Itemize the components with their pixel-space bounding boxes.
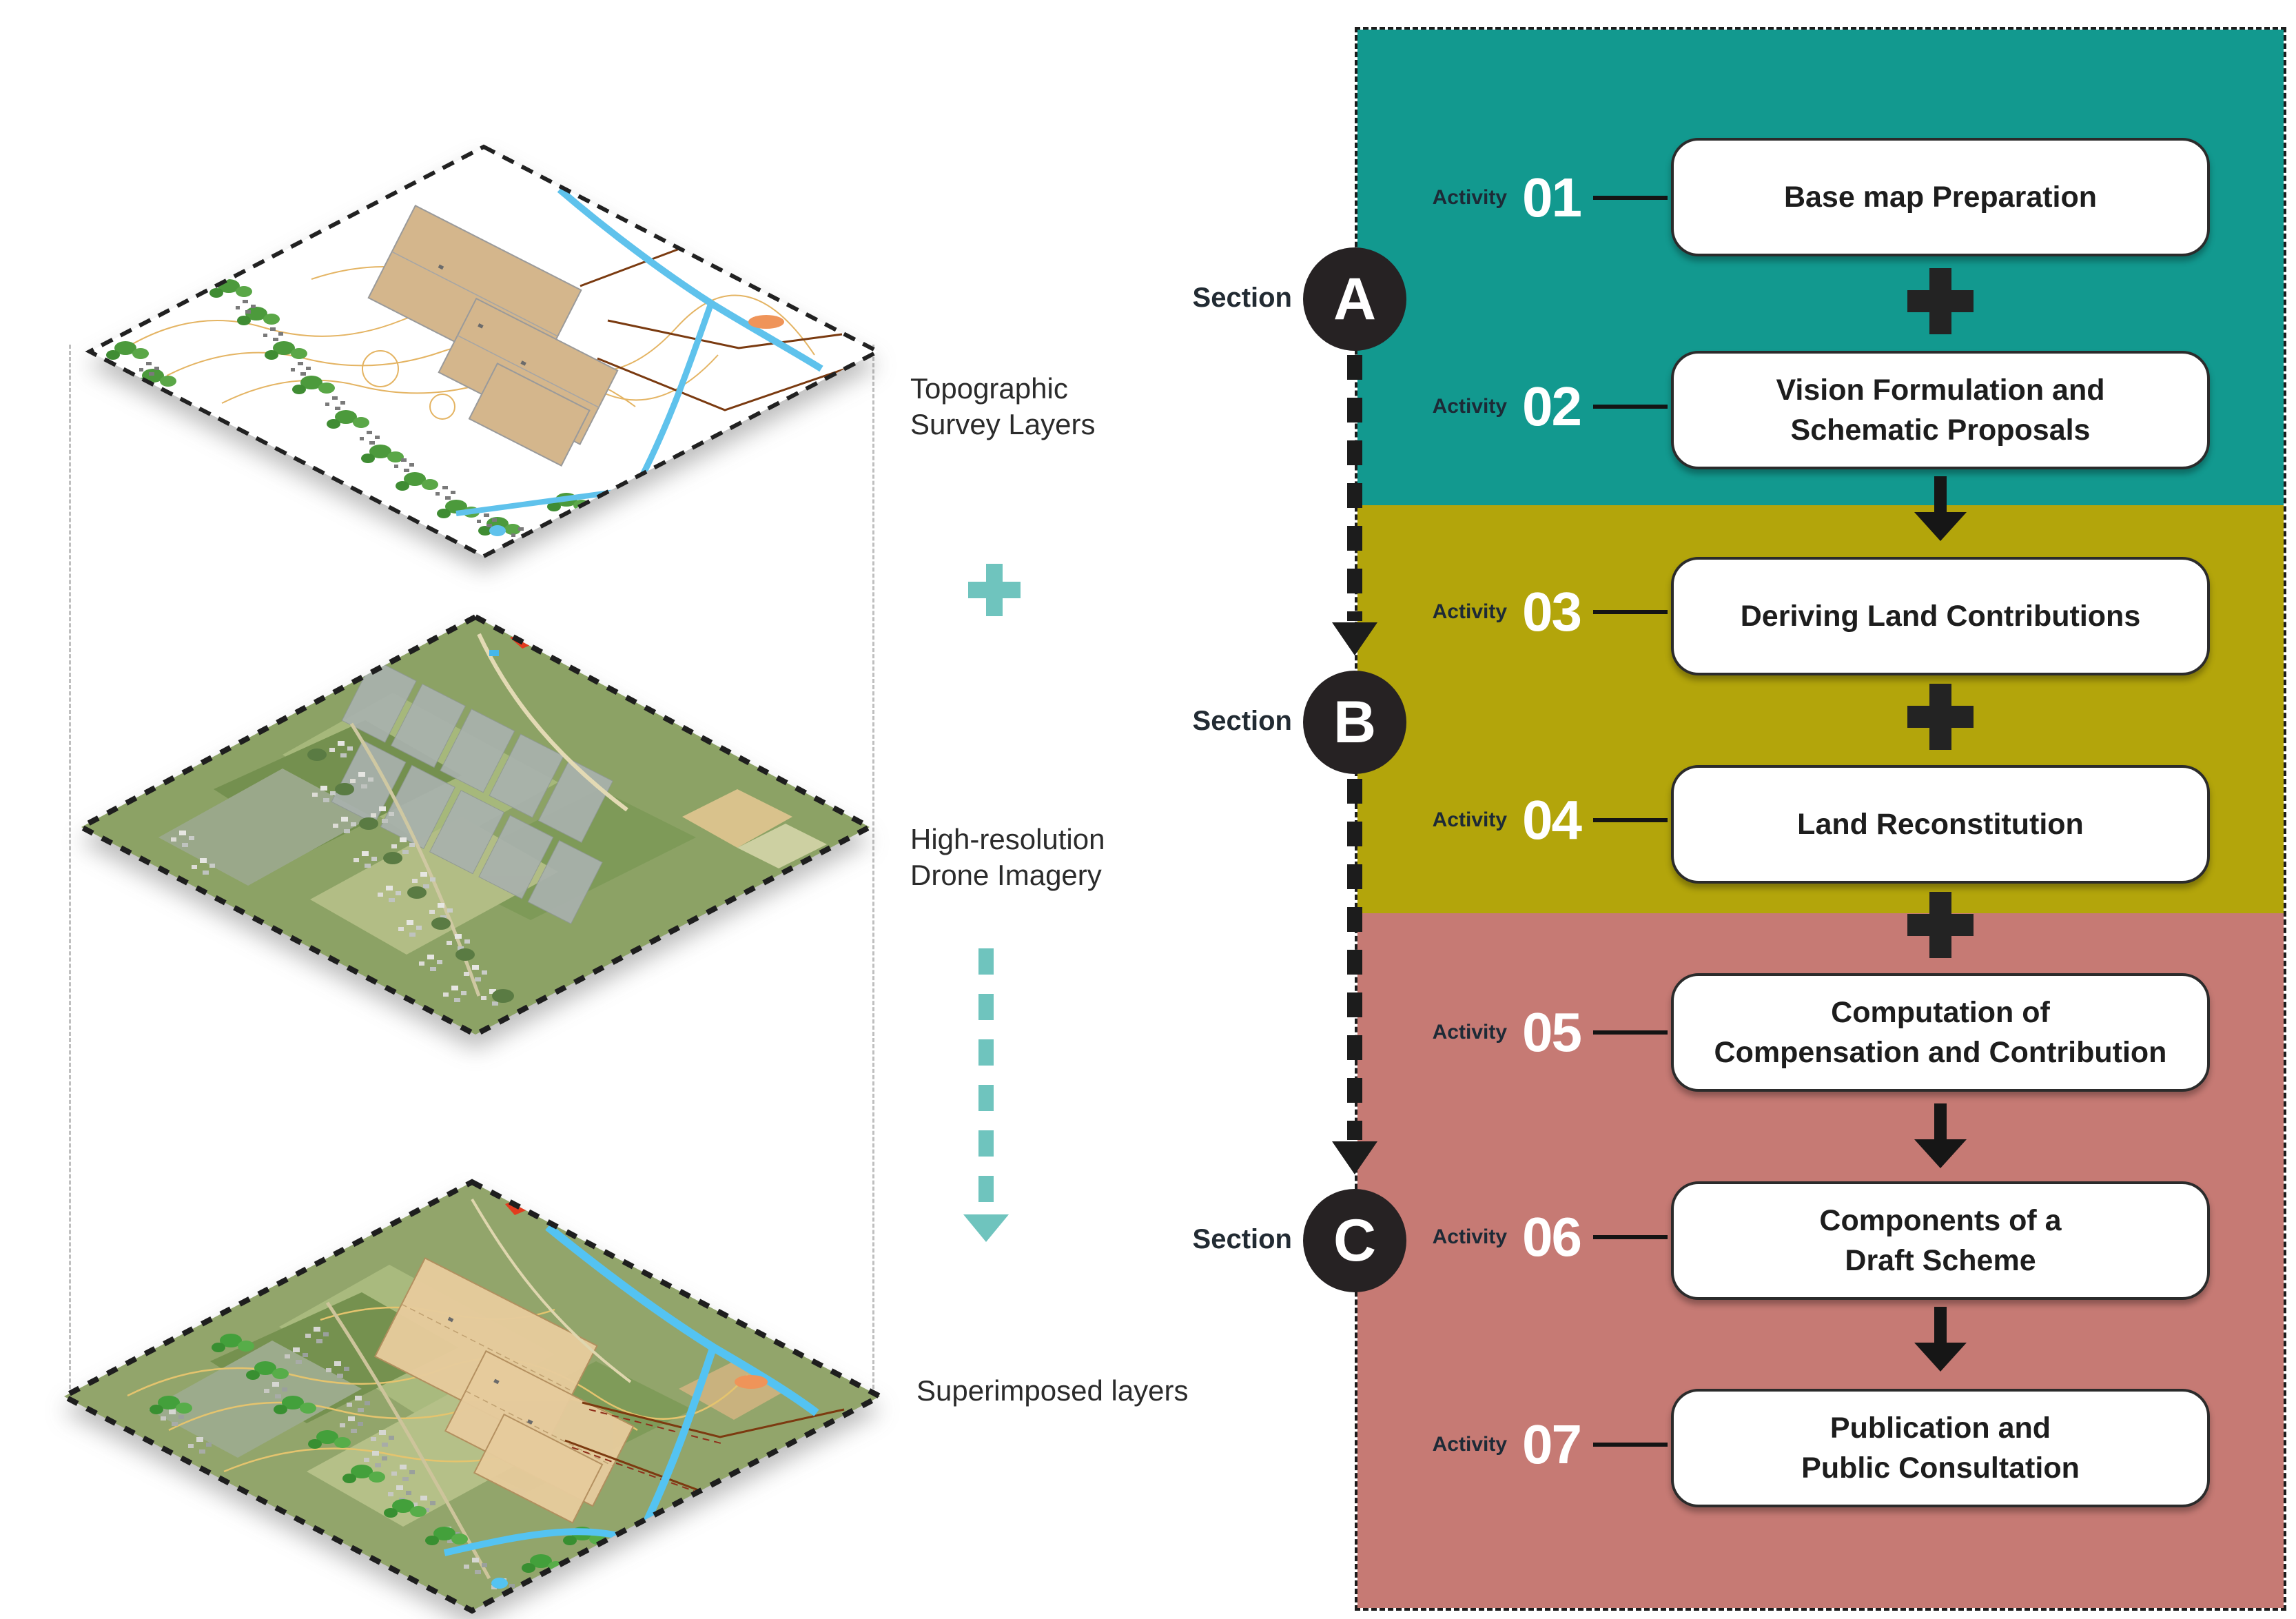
activity-number: 04 bbox=[1522, 789, 1582, 851]
plus-icon bbox=[1907, 684, 1974, 750]
activity-number: 05 bbox=[1522, 1001, 1582, 1063]
activity-title-line: Compensation and Contribution bbox=[1714, 1036, 2167, 1069]
activity-title-line: Base map Preparation bbox=[1783, 181, 2098, 214]
activity-title-line: Publication and bbox=[1829, 1412, 2051, 1445]
section-a-letter: A bbox=[1333, 265, 1377, 332]
arrow-down-icon bbox=[1914, 476, 1967, 542]
map-layer-drone bbox=[76, 613, 875, 1037]
activity-row-06: Activity 06 bbox=[1413, 1196, 1668, 1279]
activity-box-02: Vision Formulation and Schematic Proposa… bbox=[1671, 351, 2210, 469]
activity-connector-line bbox=[1593, 405, 1668, 409]
activity-number: 01 bbox=[1522, 167, 1582, 228]
activity-box-01: Base map Preparation bbox=[1671, 138, 2210, 256]
arrow-down-icon bbox=[1914, 1307, 1967, 1373]
activity-row-04: Activity 04 bbox=[1413, 779, 1668, 862]
label-topographic: Topographic Survey Layers bbox=[910, 372, 1096, 440]
activity-row-03: Activity 03 bbox=[1413, 571, 1668, 653]
plus-icon bbox=[1907, 268, 1974, 334]
activity-prefix: Activity bbox=[1432, 1225, 1508, 1248]
building-footprint bbox=[367, 205, 619, 467]
arrow-down-icon bbox=[963, 1214, 1009, 1242]
section-c-letter: C bbox=[1333, 1207, 1377, 1274]
activity-title-line: Vision Formulation and bbox=[1776, 374, 2105, 407]
map-layer-topographic bbox=[85, 144, 883, 559]
section-label: Section bbox=[1192, 706, 1292, 736]
section-c-badge: C bbox=[1303, 1189, 1406, 1292]
activity-title-line: Schematic Proposals bbox=[1790, 414, 2091, 447]
section-b-badge: B bbox=[1303, 671, 1406, 774]
activity-number: 02 bbox=[1522, 376, 1582, 437]
section-b-to-c-dashed-line bbox=[1347, 779, 1362, 1140]
plus-icon bbox=[1907, 892, 1974, 958]
activity-box-04: Land Reconstitution bbox=[1671, 765, 2210, 884]
activity-box-03: Deriving Land Contributions bbox=[1671, 557, 2210, 675]
activity-prefix: Activity bbox=[1432, 1021, 1508, 1043]
activity-title-line: Components of a bbox=[1819, 1204, 2062, 1237]
activity-row-02: Activity 02 bbox=[1413, 365, 1668, 448]
arrow-down-icon bbox=[1914, 1103, 1967, 1170]
activity-title-line: Land Reconstitution bbox=[1797, 808, 2084, 841]
activity-connector-line bbox=[1593, 1030, 1668, 1035]
section-b-letter: B bbox=[1333, 689, 1377, 755]
label-drone: High-resolution Drone Imagery bbox=[910, 823, 1105, 891]
activity-prefix: Activity bbox=[1432, 186, 1508, 209]
section-a-to-b-dashed-line bbox=[1347, 355, 1362, 621]
activity-prefix: Activity bbox=[1432, 395, 1508, 418]
activity-connector-line bbox=[1593, 610, 1668, 614]
activity-row-05: Activity 05 bbox=[1413, 991, 1668, 1074]
activity-number: 03 bbox=[1522, 581, 1582, 642]
activity-connector-line bbox=[1593, 196, 1668, 200]
layer-projection-line-right bbox=[872, 345, 874, 1389]
building-footprint bbox=[373, 1257, 635, 1524]
section-label: Section bbox=[1192, 283, 1292, 313]
trees bbox=[307, 749, 514, 1003]
activity-box-05: Computation of Compensation and Contribu… bbox=[1671, 973, 2210, 1092]
activity-connector-line bbox=[1593, 1443, 1668, 1447]
activity-box-06: Components of a Draft Scheme bbox=[1671, 1181, 2210, 1300]
section-a-badge: A bbox=[1303, 247, 1406, 351]
arrow-down-dashed-line bbox=[978, 948, 994, 1202]
activity-row-07: Activity 07 bbox=[1413, 1403, 1668, 1486]
activity-connector-line bbox=[1593, 1235, 1668, 1239]
section-label: Section bbox=[1192, 1224, 1292, 1254]
activity-title-line: Computation of bbox=[1831, 996, 2050, 1029]
label-superimposed: Superimposed layers bbox=[916, 1374, 1189, 1407]
activity-number: 06 bbox=[1522, 1206, 1582, 1267]
layer-projection-line-left bbox=[69, 345, 71, 1389]
section-a-to-b-arrow-icon bbox=[1332, 622, 1377, 655]
activity-prefix: Activity bbox=[1432, 600, 1508, 623]
map-layer-superimposed bbox=[59, 1179, 885, 1614]
plus-icon bbox=[968, 564, 1021, 616]
activity-connector-line bbox=[1593, 818, 1668, 822]
activity-box-07: Publication and Public Consultation bbox=[1671, 1389, 2210, 1507]
section-b-to-c-arrow-icon bbox=[1332, 1141, 1377, 1174]
activity-prefix: Activity bbox=[1432, 1433, 1508, 1456]
plot-grid bbox=[331, 658, 613, 924]
activity-title-line: Deriving Land Contributions bbox=[1740, 600, 2141, 633]
activity-title-line: Draft Scheme bbox=[1845, 1244, 2036, 1277]
activity-title-line: Public Consultation bbox=[1801, 1452, 2080, 1485]
activity-row-01: Activity 01 bbox=[1413, 156, 1668, 239]
activity-prefix: Activity bbox=[1432, 808, 1508, 831]
activity-number: 07 bbox=[1522, 1414, 1582, 1475]
